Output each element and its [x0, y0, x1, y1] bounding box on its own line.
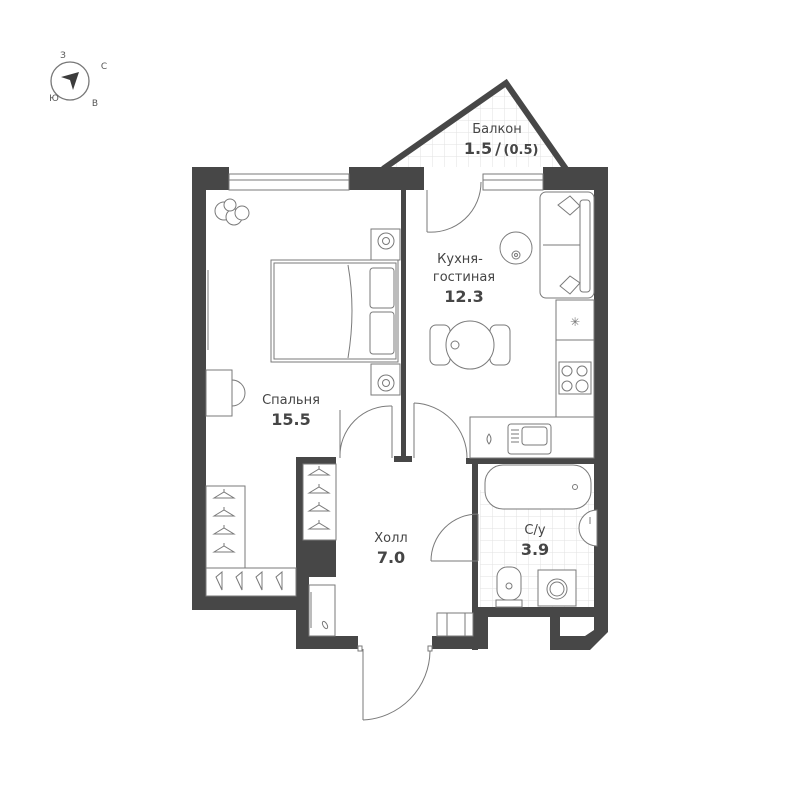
water-drop-icon — [486, 433, 492, 445]
kitchen-living-furniture: ✳ — [429, 191, 595, 459]
washbasin — [578, 509, 598, 547]
bedroom-name: Спальня — [262, 393, 320, 408]
shoe-cabinet — [308, 584, 336, 637]
bathroom-fixtures — [484, 464, 598, 608]
hall-furniture — [302, 463, 474, 637]
bathroom-door[interactable] — [430, 513, 479, 562]
kitchen-door[interactable] — [413, 402, 468, 459]
compass-ring — [50, 61, 90, 101]
balcony-door[interactable] — [426, 181, 482, 233]
kitchen-living-area: 12.3 — [444, 287, 483, 306]
snowflake-icon: ✳ — [570, 315, 580, 329]
kitchen-living-name-line2: гостиная — [433, 270, 495, 285]
compass-label-north: С — [101, 62, 107, 72]
dining-table — [445, 320, 495, 370]
windows — [228, 173, 544, 191]
room-labels: Балкон 1.5 / (0.5) Кухня- гостиная 12.3 … — [262, 122, 549, 567]
balcony-area: 1.5 — [464, 139, 492, 158]
bedroom-furniture — [205, 198, 401, 597]
entrance-door[interactable] — [357, 645, 433, 721]
hall-shelf — [436, 612, 474, 637]
bathroom-area: 3.9 — [521, 540, 549, 559]
hall-name: Холл — [374, 531, 407, 546]
compass-label-south: Ю — [49, 94, 59, 104]
bedroom-wardrobe — [205, 485, 246, 569]
bedroom-door[interactable] — [339, 405, 393, 459]
compass-label-west: З — [60, 51, 66, 61]
compass: З С Ю В — [49, 51, 107, 109]
balcony-separator: / — [495, 139, 501, 158]
hall-area: 7.0 — [377, 548, 405, 567]
walls — [192, 167, 608, 650]
kitchen-living-name-line1: Кухня- — [437, 252, 483, 267]
plant-icon — [214, 198, 250, 226]
hanger-icons — [212, 489, 283, 591]
compass-arrow-icon — [61, 72, 79, 90]
bedroom-area: 15.5 — [271, 410, 310, 429]
desk — [205, 369, 233, 417]
bathroom-name: С/у — [524, 523, 545, 538]
balcony-name: Балкон — [472, 122, 522, 137]
bathtub — [484, 464, 592, 510]
compass-label-east: В — [92, 99, 98, 109]
balcony-area-reduced: (0.5) — [504, 143, 539, 158]
